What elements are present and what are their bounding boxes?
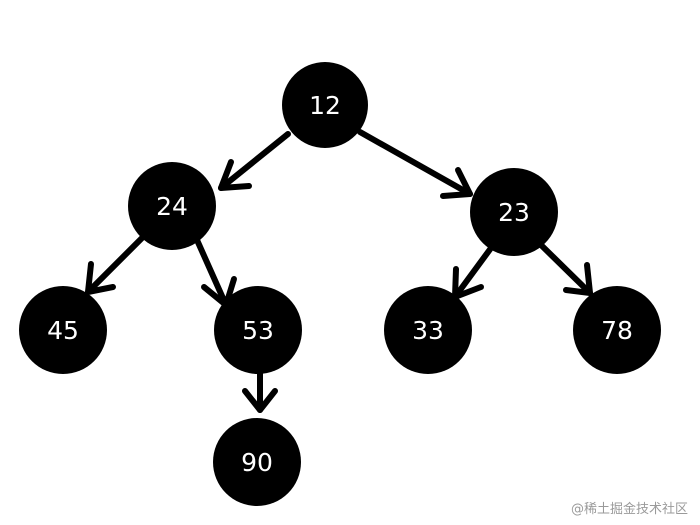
edge-53-90: [242, 365, 278, 413]
node-label-90: 90: [241, 448, 273, 477]
tree-node-53: 53: [214, 286, 302, 374]
node-label-33: 33: [412, 316, 444, 345]
node-label-24: 24: [156, 192, 188, 221]
node-label-23: 23: [498, 198, 530, 227]
node-label-78: 78: [601, 316, 633, 345]
tree-node-33: 33: [384, 286, 472, 374]
edge-12-24: [218, 131, 291, 191]
tree-node-90: 90: [213, 418, 301, 506]
watermark-text: @稀土掘金技术社区: [570, 502, 688, 517]
tree-node-24: 24: [128, 162, 216, 250]
node-layer: 12 24 23 45 53 33: [19, 62, 661, 506]
edge-24-45: [85, 235, 145, 295]
node-label-12: 12: [309, 91, 341, 120]
edge-12-23: [357, 129, 473, 199]
edge-24-53: [194, 237, 237, 308]
tree-node-12: 12: [282, 62, 368, 148]
tree-node-23: 23: [470, 168, 558, 256]
tree-node-45: 45: [19, 286, 107, 374]
edge-layer: [85, 129, 593, 413]
tree-node-78: 78: [573, 286, 661, 374]
edge-23-33: [452, 245, 494, 300]
node-label-45: 45: [47, 316, 79, 345]
node-label-53: 53: [242, 316, 274, 345]
edge-23-78: [537, 241, 593, 296]
